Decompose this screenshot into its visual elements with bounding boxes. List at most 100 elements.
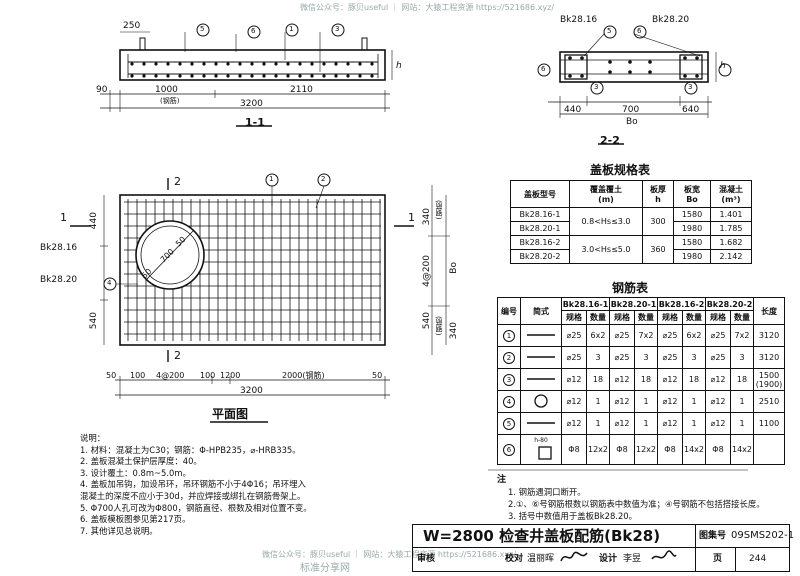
plan-callout-2: 2 [321, 175, 326, 183]
rebar-header-group: Bk28.16-1 [561, 297, 610, 311]
rebar-cell: ⌀12 [561, 390, 587, 413]
rebar-cell: ⌀12 [657, 412, 683, 435]
rebar-cell: ⌀12 [609, 412, 635, 435]
rebar-cell: Φ8 [609, 434, 635, 465]
plan-bottom-dim-1200: 1200 [220, 371, 241, 380]
title-cell: W=2800 检查井盖板配筋(Bk28) [413, 525, 696, 548]
sec11-dim-2110: 2110 [290, 85, 313, 95]
sec11-dim-rebar-note: (钢筋) [160, 97, 180, 105]
rebar-cell: ⌀12 [609, 368, 635, 391]
spec-table-title: 盖板规格表 [590, 163, 651, 177]
signature-icon [560, 551, 588, 562]
section-1-1-drawing [100, 23, 393, 127]
rebar-length: 1500 (1900) [753, 368, 785, 391]
sec22-dim-bo: Bo [626, 117, 638, 127]
sec11-h-label: h [396, 61, 402, 71]
plan-title: 平面图 [212, 407, 249, 421]
section-2-2-drawing [537, 25, 732, 145]
note-item: 5. Φ700人孔可改为Φ800，钢筋直径、根数及相对位置不变。 [80, 502, 312, 513]
plan-bottom-dim-2000: 2000(钢筋) [282, 371, 325, 380]
plan-mark-1-left: 1 [60, 211, 67, 224]
rebar-cell: 6x2 [586, 324, 610, 347]
rebar-cell: 7x2 [730, 324, 754, 347]
rebar-shape-icon [527, 355, 555, 358]
plan-mark-1-right: 1 [408, 211, 415, 224]
sec22-dim-440: 440 [564, 105, 582, 115]
table-note-item: 2.①、⑥号钢筋根数以钢筋表中数值为准；④号钢筋不包括搭接长度。 [508, 499, 765, 509]
sec22-label-bk2820: Bk28.20 [652, 15, 690, 25]
rebar-cell: 18 [586, 368, 610, 391]
rebar-number: 6 [503, 443, 515, 456]
atlas-cell: 图集号 09SMS202-1 [695, 525, 794, 548]
plan-right-dim-340b: 340 [449, 322, 459, 340]
rebar-header-group: Bk28.16-2 [657, 297, 706, 311]
rebar-cell: 3 [634, 346, 658, 369]
sec11-callout-5: 5 [200, 25, 205, 33]
rebar-header-group: Bk28.20-1 [609, 297, 658, 311]
watermark-bottom: 微信公众号：豚贝useful ｜ 网站：大猿工程资源 https://52168… [262, 550, 517, 559]
watermark-footer-mark: 标准分享网 [300, 563, 350, 574]
rebar-cell: 6x2 [682, 324, 706, 347]
rebar-cell: 18 [682, 368, 706, 391]
sec22-dim-640: 640 [682, 105, 700, 115]
note-item: 1. 材料：混凝土为C30；钢筋：Φ-HPB235，⌀-HRB335。 [80, 444, 301, 455]
rebar-cell: 3 [730, 346, 754, 369]
rebar-cell: 3 [682, 346, 706, 369]
table-notes-title: 注 [497, 475, 507, 485]
note-item: 2. 盖板混凝土保护层厚度：40。 [80, 456, 202, 467]
sec22-callout-6b: 6 [541, 65, 546, 73]
plan-callout-1: 1 [269, 175, 274, 183]
sec11-dim-3200: 3200 [240, 99, 263, 109]
plan-left-dim-440: 440 [89, 212, 99, 230]
rebar-cell: 1 [682, 390, 706, 413]
rebar-cell: 12x2 [586, 434, 610, 465]
rebar-number: 4 [503, 395, 515, 408]
rebar-length [753, 434, 785, 465]
divider [695, 547, 696, 571]
spec-header-concrete: 混凝土(m³) [710, 180, 752, 208]
review-label: 审核 [417, 554, 436, 564]
rebar-cell: ⌀12 [705, 368, 731, 391]
rebar-cell: 18 [730, 368, 754, 391]
design-label: 设计 [599, 554, 618, 564]
rebar-shape-icon [527, 333, 555, 336]
sec22-title: 2-2 [600, 134, 620, 147]
rebar-header-shape: 简式 [520, 297, 562, 325]
rebar-cell: ⌀25 [657, 324, 683, 347]
plan-total-3200: 3200 [240, 386, 263, 396]
sec22-label-bk2816: Bk28.16 [560, 15, 598, 25]
rebar-cell: ⌀25 [609, 346, 635, 369]
plan-right-rebar-note-2: (钢筋) [435, 316, 443, 336]
rebar-cell: ⌀12 [561, 412, 587, 435]
rebar-shape [520, 368, 562, 391]
rebar-cell: ⌀12 [657, 390, 683, 413]
rebar-cell: Φ8 [705, 434, 731, 465]
notes-title: 说明： [80, 433, 106, 443]
table-row: Bk28.16-1 0.8<Hs≤3.0 300 1580 1.401 [510, 207, 752, 236]
plan-callout-4: 4 [107, 279, 112, 287]
design-name: 李昱 [623, 554, 642, 564]
table-row: Bk28.16-2 3.0<Hs≤5.0 360 1580 1.682 [510, 235, 752, 264]
note-item: 3. 设计覆土：0.8m~5.0m。 [80, 467, 191, 478]
sec22-callout-3a: 3 [594, 83, 599, 91]
plan-label-bk2820: Bk28.20 [40, 275, 78, 285]
note-item: 6. 盖板模板图参见第217页。 [80, 514, 191, 525]
rebar-number: 5 [503, 417, 515, 430]
table-note-item: 3. 括号中数值用于盖板Bk28.20。 [508, 511, 637, 521]
signature-icon [651, 550, 677, 560]
sec11-dim-90: 90 [96, 85, 108, 95]
divider [735, 547, 736, 571]
rebar-shape-icon [527, 377, 555, 380]
rebar-cell: 1 [682, 412, 706, 435]
plan-mark-2-bottom: 2 [174, 349, 181, 362]
plan-left-dim-540: 540 [89, 312, 99, 330]
sec22-callout-6: 6 [637, 27, 642, 35]
plan-label-bk2816: Bk28.16 [40, 243, 78, 253]
